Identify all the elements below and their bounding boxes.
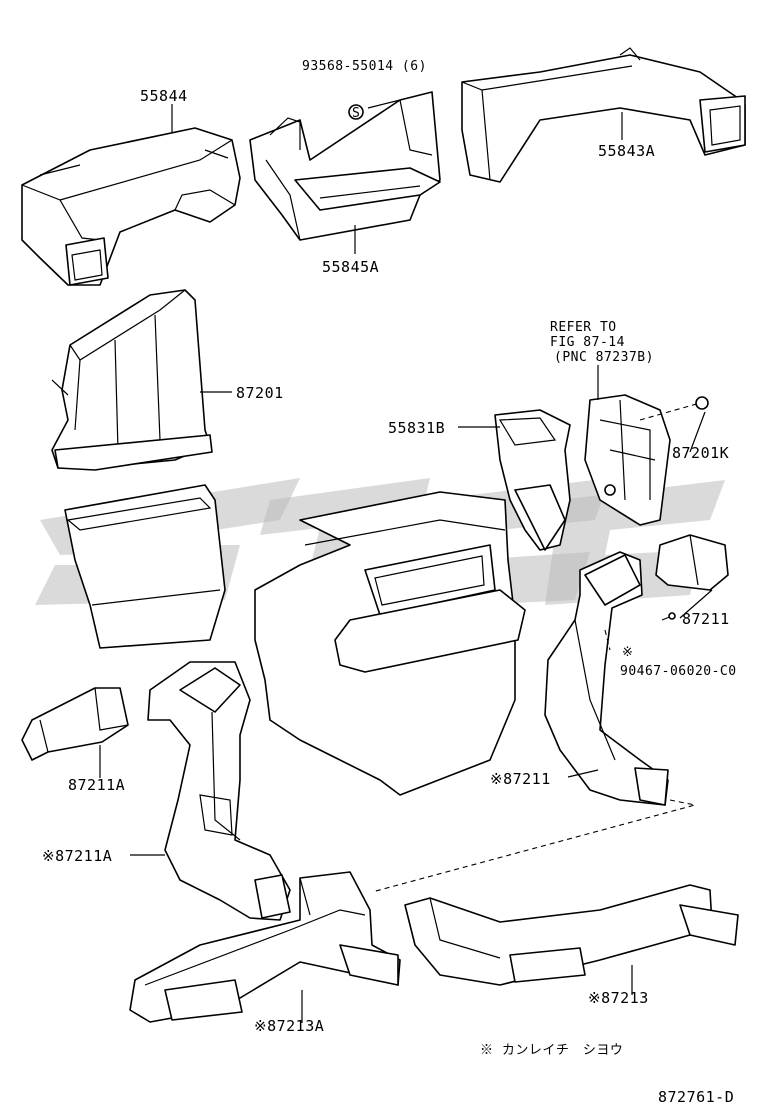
- panel-87237B: [584, 394, 671, 526]
- label-87213-mark: ※87213: [588, 989, 649, 1007]
- label-refer-pnc: (PNC 87237B): [554, 350, 654, 365]
- duct-55831B: [494, 409, 571, 551]
- label-55845A: 55845A: [322, 258, 379, 276]
- duct-87201-lower: [64, 484, 226, 649]
- duct-87213A: [129, 871, 401, 1023]
- label-87211-mark: ※87211: [490, 770, 551, 788]
- heater-unit: [254, 491, 526, 796]
- s-symbol-label: S: [352, 106, 360, 121]
- label-55844: 55844: [140, 87, 188, 105]
- screw-90467: [661, 612, 676, 621]
- duct-87211-mark: [544, 551, 669, 806]
- clip-87201K: [639, 396, 709, 421]
- part-labels: 55844 93568-55014 (6) 55843A 55845A 8720…: [42, 59, 737, 1106]
- label-55831B: 55831B: [388, 419, 445, 437]
- duct-55844: [21, 127, 241, 286]
- duct-87211-small: [655, 534, 729, 591]
- duct-55845A: [249, 91, 441, 241]
- note-text: ※ カンレイチ シヨウ: [480, 1043, 623, 1058]
- label-refer-fig: FIG 87-14: [550, 335, 625, 350]
- label-87211: 87211: [682, 610, 730, 628]
- label-93568-55014: 93568-55014 (6): [302, 59, 427, 74]
- label-87201: 87201: [236, 384, 284, 402]
- label-90467-mark: ※: [622, 645, 633, 660]
- label-87213A-mark: ※87213A: [254, 1017, 324, 1035]
- duct-87211A: [21, 687, 129, 761]
- duct-87201: [51, 289, 213, 471]
- label-87211A-mark: ※87211A: [42, 847, 112, 865]
- label-refer-to: REFER TO: [550, 320, 617, 335]
- label-55843A: 55843A: [598, 142, 655, 160]
- label-87211A: 87211A: [68, 776, 125, 794]
- diagram-code: 872761-D: [658, 1088, 734, 1106]
- label-90467: 90467-06020-C0: [620, 664, 737, 679]
- duct-87213: [404, 884, 739, 986]
- duct-55843A: [461, 47, 746, 183]
- screw-s-symbol: S: [348, 104, 364, 121]
- leader-lines: [99, 99, 713, 1023]
- connector-dash-1: [371, 799, 696, 893]
- connector-dash-2: [604, 629, 611, 651]
- label-87201K: 87201K: [672, 444, 729, 462]
- duct-87211A-mark: [147, 661, 291, 921]
